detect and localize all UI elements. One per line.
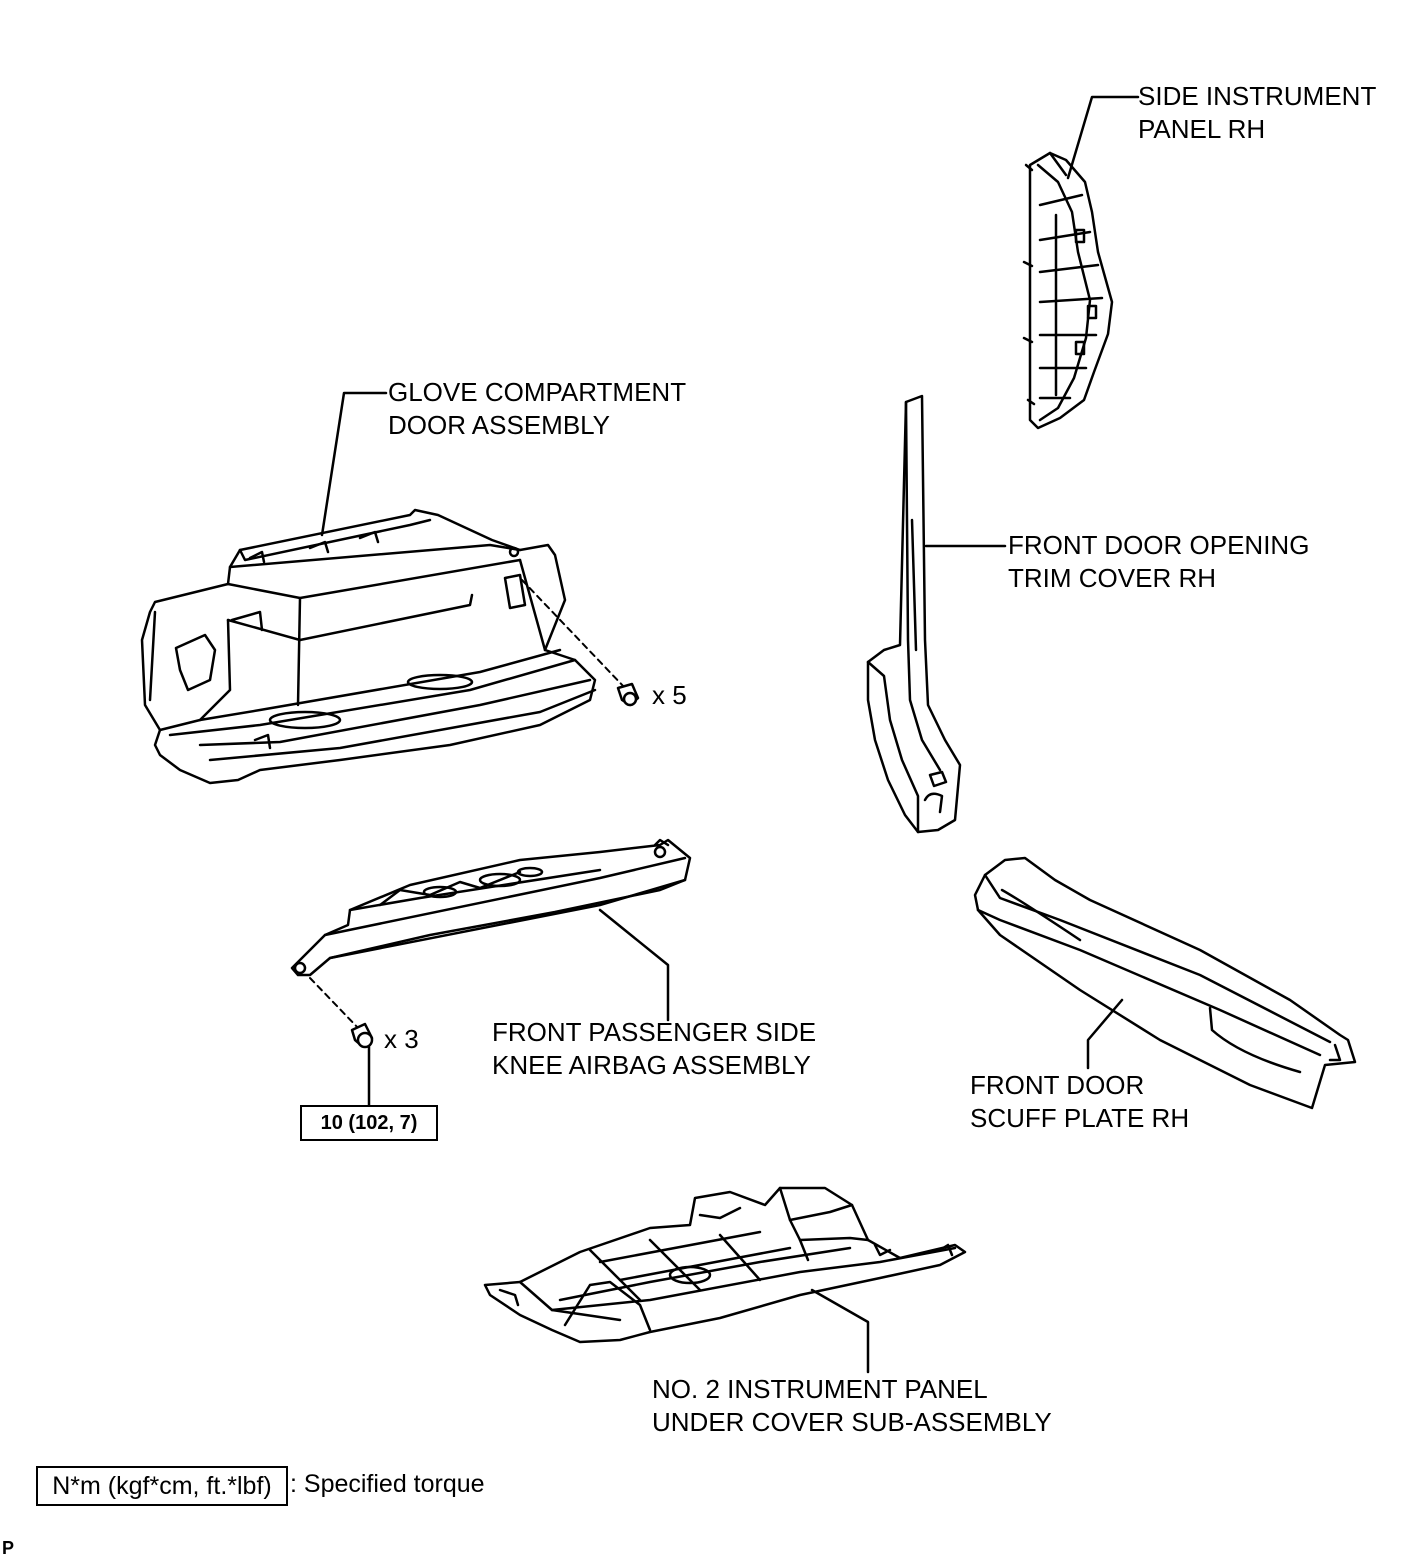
label-front-door-scuff-plate: FRONT DOOR SCUFF PLATE RH [970,1069,1189,1135]
label-line: GLOVE COMPARTMENT [388,377,687,407]
label-line: DOOR ASSEMBLY [388,410,611,440]
glove-screw-dashed-line [521,579,626,689]
label-side-instrument-panel: SIDE INSTRUMENT PANEL RH [1138,80,1376,146]
label-line: PANEL RH [1138,114,1266,144]
airbag-bolt-drawing [350,1022,374,1049]
leader-under-cover [810,1288,870,1374]
under-cover-drawing [483,1186,967,1344]
label-line: NO. 2 INSTRUMENT PANEL [652,1374,988,1404]
label-line: TRIM COVER RH [1008,563,1216,593]
leader-knee-airbag [598,908,670,1022]
legend-torque-units-box: N*m (kgf*cm, ft.*lbf) [36,1466,288,1506]
label-line: SCUFF PLATE RH [970,1103,1190,1133]
label-front-door-opening-trim: FRONT DOOR OPENING TRIM COVER RH [1008,529,1309,595]
label-under-cover: NO. 2 INSTRUMENT PANEL UNDER COVER SUB-A… [652,1373,1052,1439]
glove-screw-drawing [616,682,640,707]
knee-airbag-drawing [290,838,692,977]
leader-side-instrument [1066,95,1140,180]
airbag-bolt-quantity: x 3 [384,1024,419,1054]
label-line: FRONT PASSENGER SIDE [492,1017,817,1047]
corner-mark: P [2,1538,15,1558]
glove-screw-quantity: x 5 [652,680,687,710]
front-door-opening-trim-drawing [866,394,962,834]
leader-glove-compartment [320,391,388,537]
label-line: KNEE AIRBAG ASSEMBLY [492,1050,811,1080]
label-line: UNDER COVER SUB-ASSEMBLY [652,1407,1052,1437]
label-glove-compartment: GLOVE COMPARTMENT DOOR ASSEMBLY [388,376,686,442]
label-line: SIDE INSTRUMENT [1138,81,1377,111]
label-knee-airbag: FRONT PASSENGER SIDE KNEE AIRBAG ASSEMBL… [492,1016,816,1082]
side-instrument-panel-drawing [1022,151,1114,430]
leader-scuff-plate [1086,998,1124,1070]
torque-spec-box: 10 (102, 7) [300,1105,438,1141]
front-door-scuff-plate-drawing [973,856,1357,1110]
glove-compartment-drawing [140,508,597,785]
airbag-bolt-dashed-line [309,977,361,1031]
legend-description: : Specified torque [290,1470,485,1498]
label-line: FRONT DOOR [970,1070,1145,1100]
label-line: FRONT DOOR OPENING [1008,530,1310,560]
